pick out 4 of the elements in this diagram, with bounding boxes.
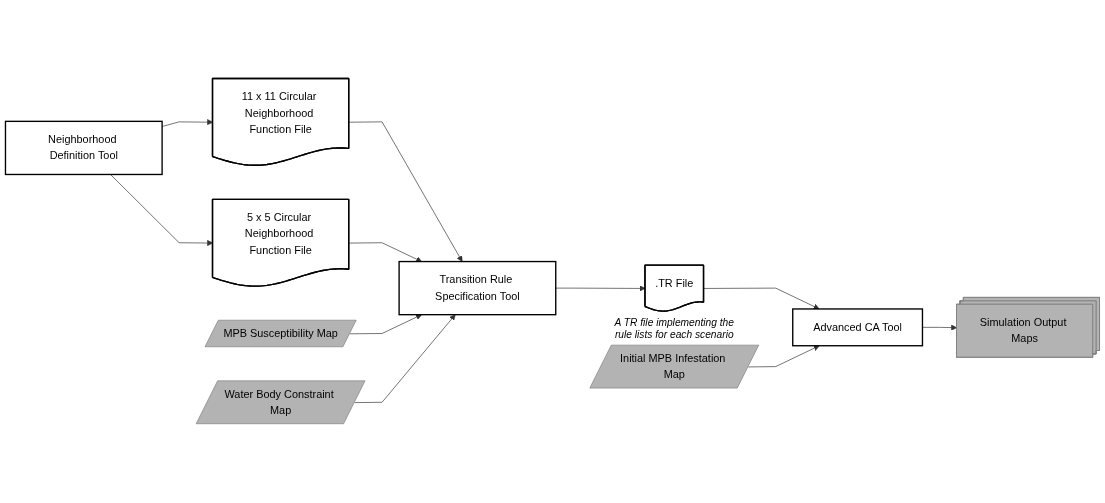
node-box: Neighborhood Definition Tool: [4, 121, 163, 176]
node-box: Advanced CA Tool: [792, 308, 924, 347]
annotation-text: A TR file implementing the rule lists for each scenario: [613, 316, 735, 341]
node-box: Transition Rule Specification Tool: [398, 261, 557, 316]
